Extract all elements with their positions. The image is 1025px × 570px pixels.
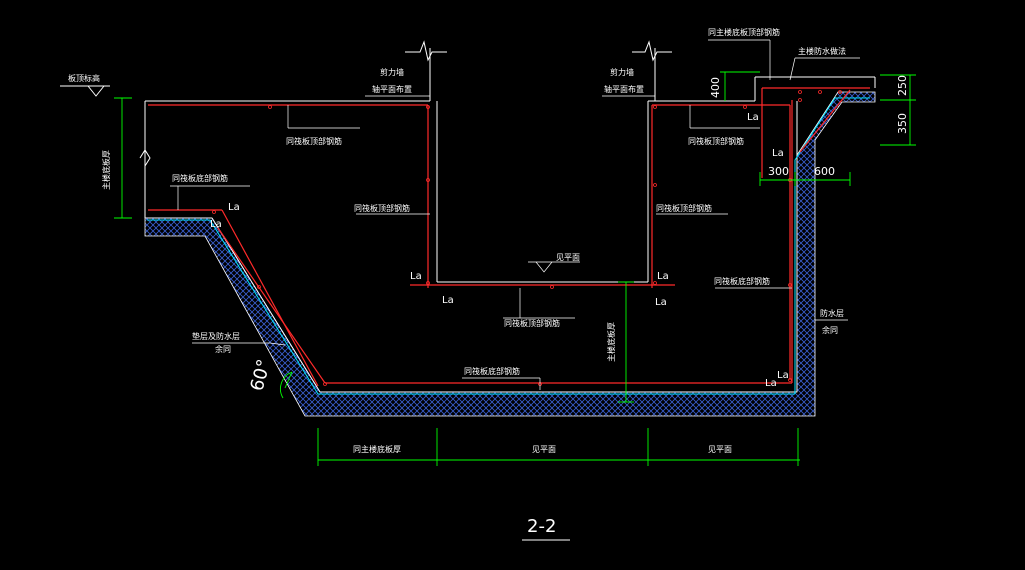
cushion-layer [144, 91, 876, 417]
label-top-bar-left: 同筏板顶部钢筋 [286, 136, 342, 146]
label-left-sill: 同筏板底部钢筋 [172, 173, 228, 183]
drawing-title: 2-2 [527, 516, 556, 537]
dim-bottom-2: 见平面 [532, 445, 556, 454]
dim-300: 300 [768, 165, 789, 178]
la-mark: La [747, 112, 759, 123]
la-mark: La [765, 378, 777, 389]
la-mark: La [228, 202, 240, 213]
la-mark: La [410, 271, 422, 282]
label-main-beam-depth: 主楼底板厚 [606, 322, 616, 362]
label-shear-wall-left-1: 剪力墙 [380, 67, 404, 77]
label-top-right-1: 同主楼底板顶部钢筋 [708, 27, 780, 37]
la-mark: La [442, 295, 454, 306]
label-mid-bar-right: 同筏板顶部钢筋 [656, 203, 712, 213]
dim-bottom-3: 见平面 [708, 445, 732, 454]
dim-400: 400 [709, 77, 722, 98]
la-mark: La [777, 370, 789, 381]
label-mid-bar-left: 同筏板顶部钢筋 [354, 203, 410, 213]
label-top-bar-right: 同筏板顶部钢筋 [688, 136, 744, 146]
dim-bottom-1: 同主楼底板厚 [353, 444, 401, 454]
la-mark: La [210, 219, 222, 230]
la-mark: La [657, 271, 669, 282]
label-insulation-1: 防水层 [820, 308, 844, 318]
dimension-lines [114, 71, 916, 466]
label-cushion-2: 余同 [215, 344, 231, 354]
la-mark: La [772, 148, 784, 159]
concrete-outline [144, 48, 876, 393]
label-wall-bar-right: 同筏板底部钢筋 [714, 276, 770, 286]
rebar-lines [148, 87, 870, 387]
label-cushion-1: 垫层及防水层 [192, 331, 240, 341]
label-angle: 60° [247, 357, 276, 393]
rebar-dots [212, 90, 842, 386]
label-main-beam-left: 主楼底板厚 [101, 150, 111, 190]
la-mark: La [655, 297, 667, 308]
dimension-texts: 400 250 350 300 600 同主楼底板厚 见平面 见平面 [353, 75, 909, 454]
label-see-plan-mid: 见平面 [556, 253, 580, 262]
la-marks: La La La La La La La La La La [210, 112, 789, 389]
dim-600: 600 [814, 165, 835, 178]
break-symbols [139, 40, 672, 167]
leader-lines [170, 39, 860, 390]
label-shear-wall-right-2: 轴平面布置 [604, 84, 644, 94]
label-shear-wall-right-1: 剪力墙 [610, 67, 634, 77]
label-top-right-2: 主楼防水做法 [798, 46, 846, 56]
label-bottom-bar: 同筏板底部钢筋 [464, 366, 520, 376]
level-marker [60, 85, 110, 97]
label-shear-wall-left-2: 轴平面布置 [372, 84, 412, 94]
dim-350: 350 [896, 113, 909, 134]
label-top-left-level: 板顶标高 [68, 73, 100, 83]
dim-250: 250 [896, 75, 909, 96]
label-pit-bar: 同筏板顶部钢筋 [504, 318, 560, 328]
label-insulation-2: 余同 [822, 325, 838, 335]
